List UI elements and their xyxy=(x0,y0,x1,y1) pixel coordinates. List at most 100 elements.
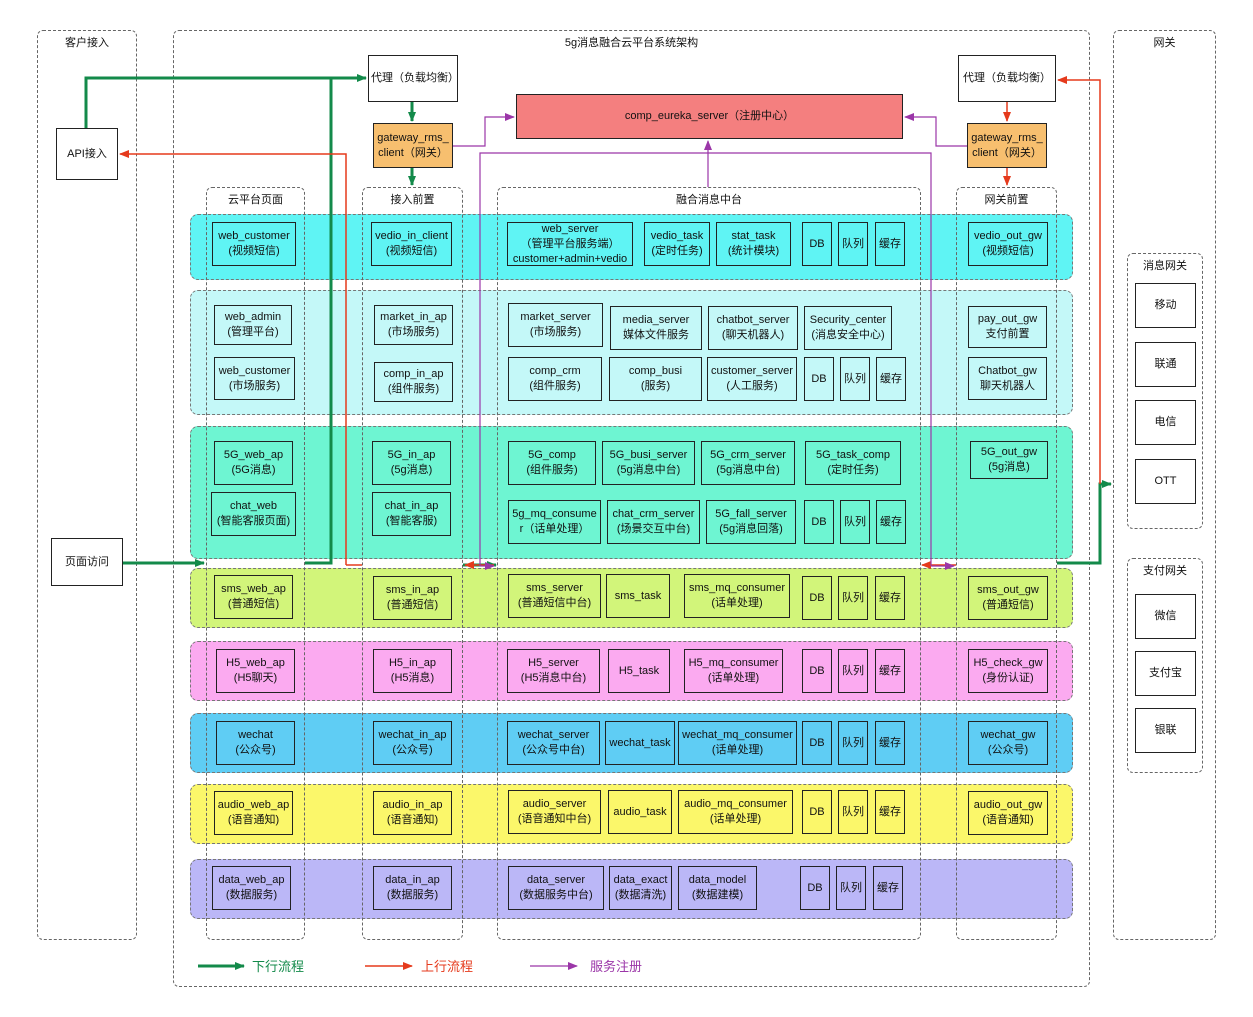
web-server[interactable]: web_server （管理平台服务端） customer+admin+vedi… xyxy=(507,222,633,266)
eureka-server-box[interactable]: comp_eureka_server（注册中心） xyxy=(516,94,903,139)
vedio-task[interactable]: vedio_task (定时任务) xyxy=(644,222,710,266)
db-b2[interactable]: DB xyxy=(804,357,834,401)
msg-gw-telecom[interactable]: 电信 xyxy=(1135,400,1196,445)
queue-b6[interactable]: 队列 xyxy=(838,721,868,765)
db-b4[interactable]: DB xyxy=(802,576,832,620)
pay-gw-wechat[interactable]: 微信 xyxy=(1135,594,1196,639)
market-in-ap[interactable]: market_in_ap (市场服务) xyxy=(374,305,453,345)
comp-crm[interactable]: comp_crm (组件服务) xyxy=(508,357,602,401)
pay-out-gw[interactable]: pay_out_gw 支付前置 xyxy=(968,306,1047,348)
5g-in-ap[interactable]: 5G_in_ap (5g消息) xyxy=(372,441,451,485)
sms-task[interactable]: sms_task xyxy=(606,574,670,618)
5g-fall-server[interactable]: 5G_fall_server (5g消息回落) xyxy=(706,500,796,544)
market-server[interactable]: market_server (市场服务) xyxy=(508,303,603,347)
msg-gw-unicom[interactable]: 联通 xyxy=(1135,342,1196,387)
db-b3[interactable]: DB xyxy=(804,500,834,544)
sms-mq-consumer[interactable]: sms_mq_consumer (话单处理) xyxy=(684,574,790,618)
proxy-right-box[interactable]: 代理（负载均衡） xyxy=(958,55,1056,102)
chatbot-gw[interactable]: Chatbot_gw 聊天机器人 xyxy=(968,357,1047,400)
data-in-ap[interactable]: data_in_ap (数据服务) xyxy=(373,866,452,910)
audio-out-gw[interactable]: audio_out_gw (语音通知) xyxy=(968,791,1048,835)
sms-out-gw[interactable]: sms_out_gw (普通短信) xyxy=(968,576,1048,620)
web-admin[interactable]: web_admin (管理平台) xyxy=(214,305,292,345)
comp-in-ap[interactable]: comp_in_ap (组件服务) xyxy=(374,362,453,402)
cache-b1[interactable]: 缓存 xyxy=(875,222,905,266)
queue-b1[interactable]: 队列 xyxy=(838,222,868,266)
cache-b3[interactable]: 缓存 xyxy=(876,500,906,544)
h5-check-gw[interactable]: H5_check_gw (身份认证) xyxy=(968,649,1048,693)
cache-b5[interactable]: 缓存 xyxy=(875,649,905,693)
proxy-left-box[interactable]: 代理（负载均衡） xyxy=(368,55,459,102)
comp-busi[interactable]: comp_busi (服务) xyxy=(609,357,702,401)
api-access-box[interactable]: API接入 xyxy=(56,128,118,180)
h5-task[interactable]: H5_task xyxy=(608,649,670,693)
5g-comp[interactable]: 5G_comp (组件服务) xyxy=(508,441,596,485)
5g-web-ap[interactable]: 5G_web_ap (5G消息) xyxy=(214,441,293,485)
data-model[interactable]: data_model (数据建模) xyxy=(678,866,757,910)
security-center[interactable]: Security_center (消息安全中心) xyxy=(804,306,892,350)
db-b5[interactable]: DB xyxy=(802,649,832,693)
data-exact[interactable]: data_exact (数据清洗) xyxy=(609,866,672,910)
cache-b8[interactable]: 缓存 xyxy=(873,866,903,910)
page-access-box[interactable]: 页面访问 xyxy=(51,538,123,586)
h5-web-ap[interactable]: H5_web_ap (H5聊天) xyxy=(216,649,295,693)
5g-task-comp[interactable]: 5G_task_comp (定时任务) xyxy=(805,441,901,485)
5g-crm-server[interactable]: 5G_crm_server (5g消息中台) xyxy=(701,441,795,485)
pay-gw-alipay[interactable]: 支付宝 xyxy=(1135,651,1196,696)
audio-web-ap[interactable]: audio_web_ap (语音通知) xyxy=(214,791,293,835)
wechat-task[interactable]: wechat_task xyxy=(605,721,675,765)
chatbot-server[interactable]: chatbot_server (聊天机器人) xyxy=(708,306,798,350)
db-b7[interactable]: DB xyxy=(802,790,832,834)
chat-in-ap[interactable]: chat_in_ap (智能客服) xyxy=(372,492,451,536)
wechat-mq-consumer[interactable]: wechat_mq_consumer (话单处理) xyxy=(678,721,797,765)
msg-gw-ott[interactable]: OTT xyxy=(1135,459,1196,504)
db-b1[interactable]: DB xyxy=(802,222,832,266)
cache-b2[interactable]: 缓存 xyxy=(876,357,906,401)
chat-crm-server[interactable]: chat_crm_server (场景交互中台) xyxy=(607,500,700,544)
wechat-gw[interactable]: wechat_gw (公众号) xyxy=(968,721,1048,765)
pay-gateway-group: 支付网关 xyxy=(1127,558,1203,773)
legend-down-label: 下行流程 xyxy=(252,959,305,974)
chat-web[interactable]: chat_web (智能客服页面) xyxy=(211,492,296,536)
5g-out-gw[interactable]: 5G_out_gw (5g消息) xyxy=(970,441,1048,479)
vedio-in-client[interactable]: vedio_in_client (视频短信) xyxy=(371,222,452,266)
media-server[interactable]: media_server 媒体文件服务 xyxy=(610,306,702,350)
gateway-rms-client-left[interactable]: gateway_rms_ client（网关） xyxy=(373,123,453,168)
audio-in-ap[interactable]: audio_in_ap (语音通知) xyxy=(373,791,452,835)
cache-b6[interactable]: 缓存 xyxy=(875,721,905,765)
msg-gw-mobile[interactable]: 移动 xyxy=(1135,283,1196,328)
stat-task[interactable]: stat_task (统计模块) xyxy=(716,222,791,266)
queue-b4[interactable]: 队列 xyxy=(838,576,868,620)
web-customer-market[interactable]: web_customer (市场服务) xyxy=(214,357,295,400)
wechat-server[interactable]: wechat_server (公众号中台) xyxy=(507,721,600,765)
pay-gw-unionpay[interactable]: 银联 xyxy=(1135,708,1196,753)
5g-busi-server[interactable]: 5G_busi_server (5g消息中台) xyxy=(602,441,695,485)
db-b6[interactable]: DB xyxy=(802,721,832,765)
wechat-web[interactable]: wechat (公众号) xyxy=(216,721,295,765)
queue-b2[interactable]: 队列 xyxy=(840,357,870,401)
audio-task[interactable]: audio_task xyxy=(608,790,672,834)
h5-server[interactable]: H5_server (H5消息中台) xyxy=(507,649,600,693)
queue-b5[interactable]: 队列 xyxy=(838,649,868,693)
h5-in-ap[interactable]: H5_in_ap (H5消息) xyxy=(373,649,452,693)
vedio-out-gw[interactable]: vedio_out_gw (视频短信) xyxy=(968,222,1048,266)
h5-mq-consumer[interactable]: H5_mq_consumer (话单处理) xyxy=(684,649,783,693)
wechat-in-ap[interactable]: wechat_in_ap (公众号) xyxy=(373,721,452,765)
queue-b7[interactable]: 队列 xyxy=(838,790,868,834)
customer-server[interactable]: customer_server (人工服务) xyxy=(707,357,797,401)
web-customer-video[interactable]: web_customer (视频短信) xyxy=(212,222,296,266)
gateway-rms-client-right[interactable]: gateway_rms_ client（网关） xyxy=(967,123,1047,168)
audio-mq-consumer[interactable]: audio_mq_consumer (话单处理) xyxy=(678,790,793,834)
sms-server[interactable]: sms_server (普通短信中台) xyxy=(508,574,601,618)
db-b8[interactable]: DB xyxy=(800,866,830,910)
queue-b8[interactable]: 队列 xyxy=(836,866,866,910)
audio-server[interactable]: audio_server (语音通知中台) xyxy=(508,790,601,834)
sms-web-ap[interactable]: sms_web_ap (普通短信) xyxy=(214,575,293,619)
cache-b4[interactable]: 缓存 xyxy=(875,576,905,620)
sms-in-ap[interactable]: sms_in_ap (普通短信) xyxy=(373,576,452,620)
data-web-ap[interactable]: data_web_ap (数据服务) xyxy=(212,866,291,910)
cache-b7[interactable]: 缓存 xyxy=(875,790,905,834)
data-server[interactable]: data_server (数据服务中台) xyxy=(508,866,604,910)
queue-b3[interactable]: 队列 xyxy=(840,500,870,544)
5g-mq-consumer[interactable]: 5g_mq_consume r（话单处理） xyxy=(508,500,601,544)
